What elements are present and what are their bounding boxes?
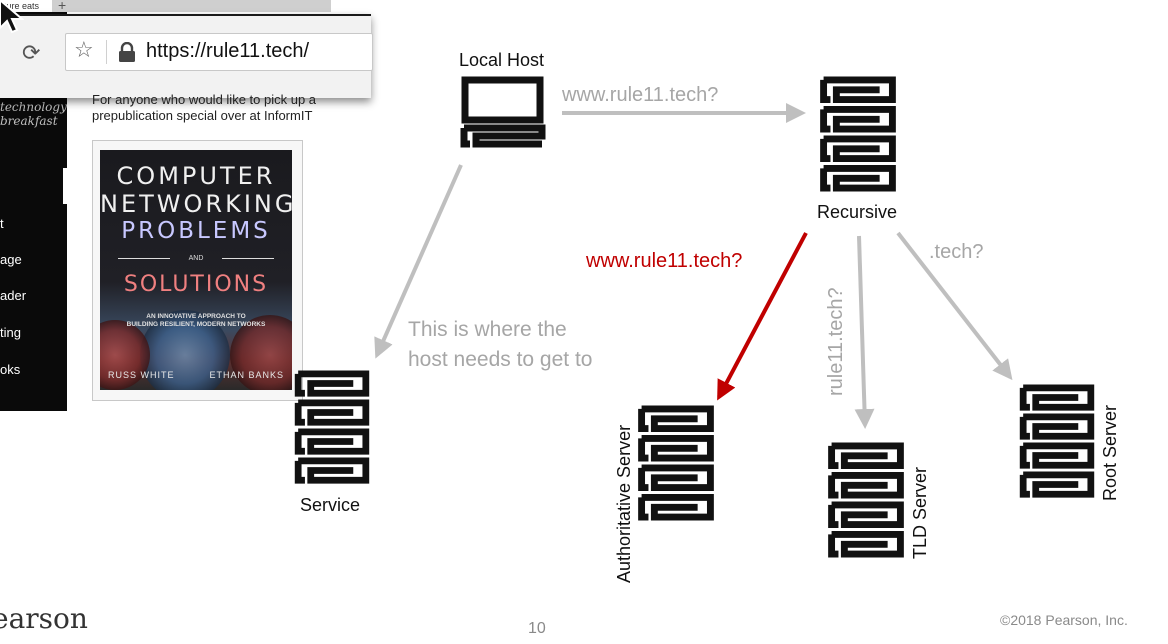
book-cover[interactable]: COMPUTER NETWORKING PROBLEMS AND SOLUTIO…	[100, 150, 292, 390]
arrow-host-to-service	[374, 164, 463, 359]
website-body-line: For anyone who would like to pick up a	[92, 92, 317, 107]
tld-server-label: TLD Server	[910, 466, 930, 559]
book-authors: RUSS WHITE ETHAN BANKS	[108, 370, 284, 380]
url-text[interactable]: https://rule11.tech/	[146, 40, 310, 62]
reload-icon[interactable]: ⟳	[22, 40, 41, 65]
website-nav-active-marker	[63, 168, 67, 204]
service-note: This is where the host needs to get to	[408, 318, 593, 371]
query-to-authoritative: www.rule11.tech?	[586, 250, 743, 272]
gear-icon	[140, 310, 230, 390]
local-host-label: Local Host	[459, 50, 545, 70]
root-server-label: Root Server	[1100, 404, 1120, 501]
website-body-text: For anyone who would like to pick up a p…	[92, 92, 332, 124]
tld-server-icon	[832, 446, 901, 554]
website-logo-script: technology breakfast	[0, 100, 67, 128]
address-bar[interactable]: ☆ https://rule11.tech/	[65, 33, 373, 71]
authoritative-server-icon	[642, 409, 711, 517]
new-tab-button[interactable]: +	[58, 0, 67, 13]
query-to-root: .tech?	[929, 241, 984, 263]
query-to-recursive: www.rule11.tech?	[562, 84, 719, 106]
gear-icon	[230, 315, 292, 390]
book-author: ETHAN BANKS	[209, 370, 284, 380]
book-title-line: COMPUTER	[116, 162, 276, 190]
website-nav-item[interactable]: age	[0, 252, 22, 267]
root-server-icon	[1023, 388, 1091, 494]
browser-toolbar: ⟳ ☆ https://rule11.tech/	[0, 14, 373, 98]
page-number: 10	[528, 620, 546, 637]
service-label: Service	[300, 495, 361, 515]
pearson-logo: earson	[0, 602, 88, 635]
copyright-text: ©2018 Pearson, Inc.	[1000, 612, 1128, 628]
book-subtitle: AN INNOVATIVE APPROACH TO BUILDING RESIL…	[126, 313, 266, 328]
bookmark-star-icon[interactable]: ☆	[74, 37, 94, 62]
query-to-tld: rule11.tech?	[825, 287, 847, 396]
book-title-line: PROBLEMS	[121, 218, 271, 244]
website-body-line: prepublication special over at InformIT	[92, 108, 313, 123]
book-title-line: NETWORKING	[100, 190, 292, 218]
website-nav-item[interactable]: ting	[0, 325, 21, 340]
book-and: AND	[188, 255, 204, 262]
lock-icon	[119, 42, 135, 62]
website-nav-item[interactable]: t	[0, 216, 4, 231]
recursive-server-icon	[824, 80, 893, 188]
book-rule	[118, 258, 170, 259]
authoritative-server-label: Authoritative Server	[614, 424, 634, 583]
laptop-icon	[460, 76, 546, 148]
browser-tabstrip: ture eats +	[0, 0, 331, 13]
service-server-icon	[298, 374, 366, 480]
mouse-cursor-icon	[0, 0, 24, 34]
website-nav-item[interactable]: oks	[0, 362, 21, 377]
recursive-label: Recursive	[817, 202, 898, 222]
book-rule	[222, 258, 274, 259]
book-title-line: SOLUTIONS	[123, 272, 269, 297]
book-author: RUSS WHITE	[108, 370, 175, 380]
arrow-recursive-to-authoritative	[717, 232, 808, 401]
browser-tab[interactable]: ture eats	[0, 0, 52, 12]
arrow-recursive-to-tld	[854, 235, 875, 429]
address-bar-divider	[106, 40, 107, 64]
arrow-recursive-to-root	[896, 231, 1013, 381]
website-nav-item[interactable]: ader	[0, 288, 27, 303]
